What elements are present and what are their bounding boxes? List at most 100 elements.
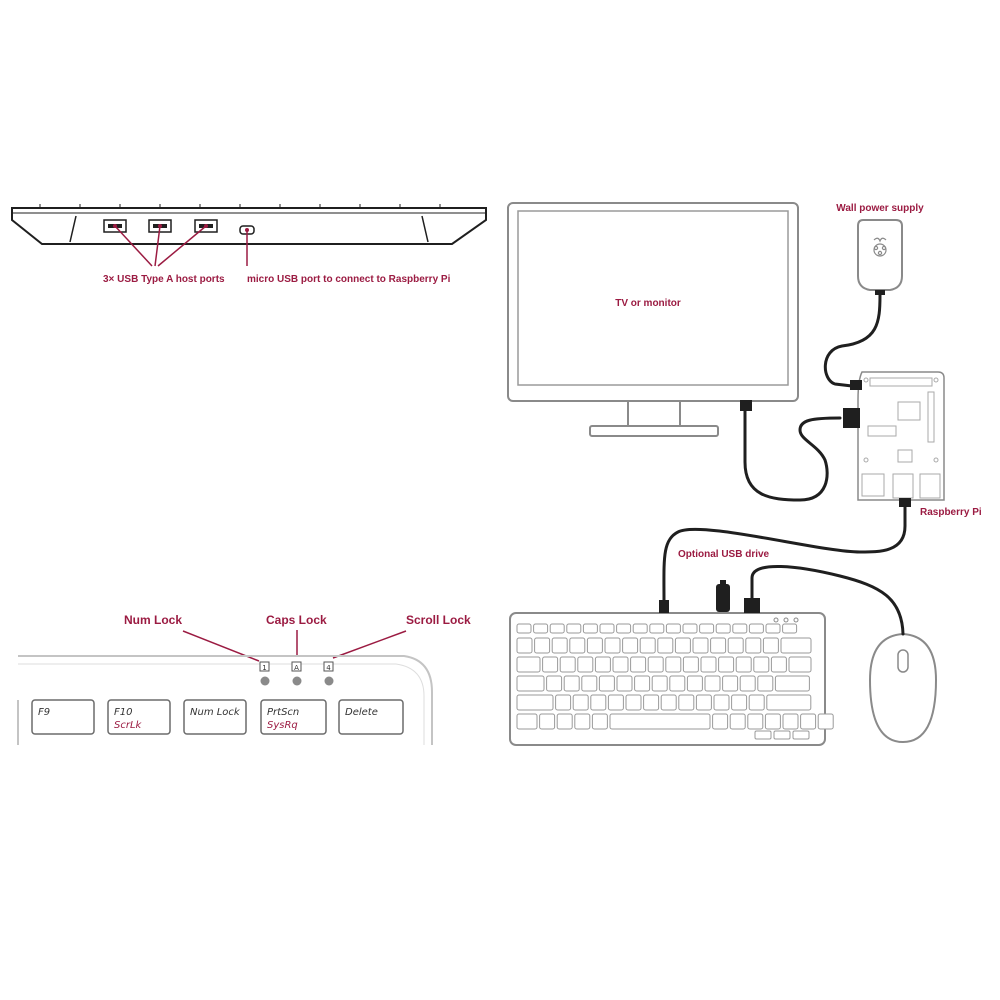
caps-lock-label: Caps Lock (266, 613, 327, 627)
keyboard-key (788, 656, 812, 673)
keyboard-key (582, 623, 598, 634)
scroll-lock-label: Scroll Lock (406, 613, 471, 627)
keyboard-key (609, 713, 711, 730)
keyboard-key (539, 713, 556, 730)
keyboard-key (574, 713, 591, 730)
keyboard-key (665, 623, 681, 634)
keyboard-key (731, 694, 748, 711)
key-f9-label: F9 (38, 707, 50, 718)
keyboard-key (699, 623, 715, 634)
keyboard-key (682, 656, 699, 673)
num-lock-label: Num Lock (124, 613, 182, 627)
keyboard-key (660, 694, 677, 711)
keyboard-key (686, 675, 703, 692)
key-prtscn-label: PrtScn (267, 707, 299, 718)
keyboard-key (533, 623, 549, 634)
key-prtscn[interactable]: PrtScn SysRq (260, 699, 327, 735)
keyboard-key (745, 637, 762, 654)
num-lock-symbol: 1 (262, 664, 266, 672)
keyboard-key (630, 656, 647, 673)
keyboard-key (766, 694, 812, 711)
keyboard-key (739, 675, 756, 692)
keyboard-key (704, 675, 721, 692)
keyboard-key (651, 675, 668, 692)
keyboard-key (516, 675, 545, 692)
keyboard-key (534, 637, 551, 654)
keyboard-key (616, 623, 632, 634)
keyboard-key (800, 713, 817, 730)
keyboard-key (559, 656, 576, 673)
key-f9[interactable]: F9 (31, 699, 95, 735)
keyboard-key (774, 675, 810, 692)
keyboard-key (572, 694, 589, 711)
caps-lock-led (292, 676, 302, 686)
usb-drive-label: Optional USB drive (678, 549, 770, 560)
keyboard-key (516, 623, 532, 634)
keyboard-key (682, 623, 698, 634)
scroll-lock-symbol: 4 (326, 664, 331, 672)
keyboard-key (657, 637, 674, 654)
caps-lock-indicator (291, 661, 302, 672)
keyboard-key (770, 656, 787, 673)
keyboard-key (674, 637, 691, 654)
keyboard-key (782, 623, 798, 634)
keyboard-key (643, 694, 660, 711)
key-f10-sublabel: ScrLk (114, 720, 143, 731)
keyboard-key (634, 675, 651, 692)
keyboard-key (727, 637, 744, 654)
caps-lock-symbol: A (294, 664, 299, 672)
arrow-key (754, 730, 772, 740)
keyboard-key (549, 623, 565, 634)
raspberry-pi-board (857, 371, 945, 501)
keyboard-key (625, 694, 642, 711)
keyboard-key (556, 713, 573, 730)
keyboard-key (516, 713, 538, 730)
key-f10-label: F10 (114, 707, 132, 718)
keyboard-key (566, 623, 582, 634)
usb-drive-icon (716, 580, 730, 612)
keyboard-key (718, 656, 735, 673)
key-delete-label: Delete (345, 707, 378, 718)
keyboard-key (555, 694, 572, 711)
keyboard-key (748, 694, 765, 711)
keyboard-key (647, 656, 664, 673)
keyboard-key (551, 637, 568, 654)
key-num-lock-label: Num Lock (190, 707, 241, 718)
setup-view: TV or monitor Wall power supply (507, 202, 982, 746)
key-f10[interactable]: F10 ScrLk (107, 699, 171, 735)
keyboard-key (616, 675, 633, 692)
mouse-icon (868, 632, 938, 744)
keyboard-key (586, 637, 603, 654)
keyboard-key (591, 713, 608, 730)
keyboard-key (569, 637, 586, 654)
keyboard-key (649, 623, 665, 634)
num-lock-indicator (259, 661, 270, 672)
keyboard-key (516, 694, 554, 711)
keyboard-key (581, 675, 598, 692)
scroll-lock-indicator (323, 661, 334, 672)
keyboard-key (563, 675, 580, 692)
keyboard-key (765, 623, 781, 634)
keyboard-key (780, 637, 812, 654)
keyboard-key (599, 623, 615, 634)
keyboard-key (753, 656, 770, 673)
key-num-lock[interactable]: Num Lock (183, 699, 247, 735)
keyboard-key (546, 675, 563, 692)
keyboard-key (516, 637, 533, 654)
monitor-label: TV or monitor (615, 298, 681, 309)
raspberry-pi-label: Raspberry Pi (920, 507, 982, 518)
key-delete[interactable]: Delete (338, 699, 404, 735)
power-supply-label: Wall power supply (836, 203, 924, 214)
power-supply-icon (857, 219, 903, 295)
keyboard-key (594, 656, 611, 673)
keyboard-key (710, 637, 727, 654)
keyboard-key (735, 656, 752, 673)
arrow-key (792, 730, 810, 740)
keyboard-indicator-view: Num Lock Caps Lock Scroll Lock 1 A 4 F9 … (17, 613, 471, 745)
keyboard-key (632, 623, 648, 634)
keyboard-key (577, 656, 594, 673)
raspberry-pi-logo-icon (873, 237, 887, 257)
keyboard-key (590, 694, 607, 711)
micro-usb-label: micro USB port to connect to Raspberry P… (247, 274, 451, 285)
